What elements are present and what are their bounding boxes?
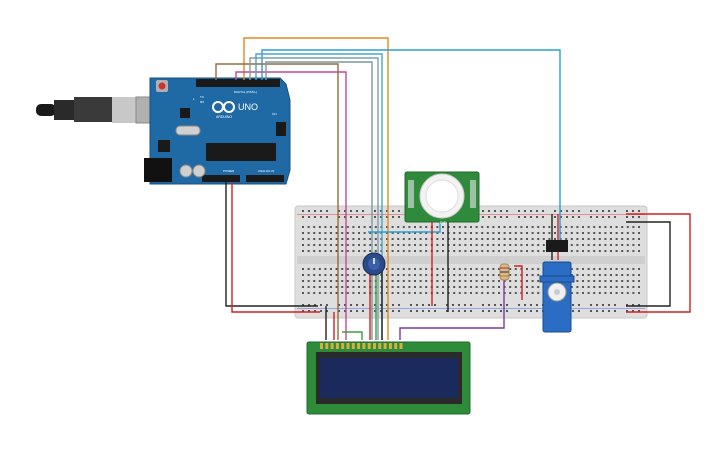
lcd-pin-header bbox=[320, 343, 403, 349]
breadboard[interactable] bbox=[294, 205, 648, 319]
digital-header-label: DIGITAL (PWM~) bbox=[234, 90, 257, 94]
wire-right-red bbox=[626, 213, 691, 313]
potentiometer[interactable] bbox=[362, 252, 386, 276]
usb-chip bbox=[180, 108, 190, 118]
analog-header-label: ANALOG IN bbox=[258, 169, 274, 173]
pir-sensor[interactable]: PIR bbox=[404, 171, 480, 225]
wire-arduino-gnd bbox=[225, 182, 318, 307]
analog-header bbox=[246, 175, 284, 182]
wire-orange bbox=[243, 37, 389, 340]
usb-plug bbox=[74, 97, 112, 122]
servo-motor[interactable] bbox=[539, 240, 575, 333]
digital-header bbox=[196, 79, 280, 87]
board-model-label: UNO bbox=[238, 102, 258, 112]
tx-label: TX bbox=[200, 95, 204, 99]
power-header bbox=[202, 175, 240, 182]
wire-purple bbox=[399, 270, 505, 340]
wires bbox=[215, 37, 691, 340]
power-jack bbox=[144, 158, 172, 182]
rx-label: RX bbox=[200, 100, 204, 104]
power-header-label: POWER bbox=[223, 169, 235, 173]
arduino-logo-icon bbox=[212, 101, 235, 113]
wire-arduino-5v bbox=[231, 182, 320, 313]
capacitor bbox=[179, 164, 193, 178]
regulator bbox=[158, 140, 170, 152]
wire-right-black bbox=[626, 221, 671, 307]
lcd-screen bbox=[320, 358, 458, 398]
usb-cable-end bbox=[36, 104, 56, 116]
on-led-label: ON bbox=[272, 112, 277, 116]
usb-connector bbox=[112, 97, 136, 123]
crystal bbox=[175, 125, 201, 136]
wire-teal bbox=[255, 53, 383, 340]
wire-grey bbox=[249, 57, 379, 340]
wire-pir-signal bbox=[368, 222, 441, 233]
board-brand-label: ARDUINO bbox=[216, 115, 232, 119]
wire-blue bbox=[261, 49, 561, 240]
icsp-header bbox=[276, 122, 286, 136]
atmega-chip bbox=[206, 143, 276, 161]
pir-label: PIR bbox=[440, 220, 447, 225]
arduino-uno-board[interactable]: UNO ARDUINO DIGITAL (PWM~) POWER ANALOG … bbox=[36, 77, 291, 185]
wire-pink bbox=[235, 71, 347, 340]
resistor bbox=[499, 263, 510, 281]
servo-connector bbox=[546, 240, 568, 252]
usb-cable bbox=[54, 100, 76, 120]
wire-brown bbox=[215, 63, 339, 340]
lcd-display[interactable] bbox=[306, 341, 471, 415]
l-led-label: L bbox=[193, 97, 195, 101]
capacitor bbox=[192, 164, 206, 178]
wire-grey-2 bbox=[265, 61, 373, 340]
